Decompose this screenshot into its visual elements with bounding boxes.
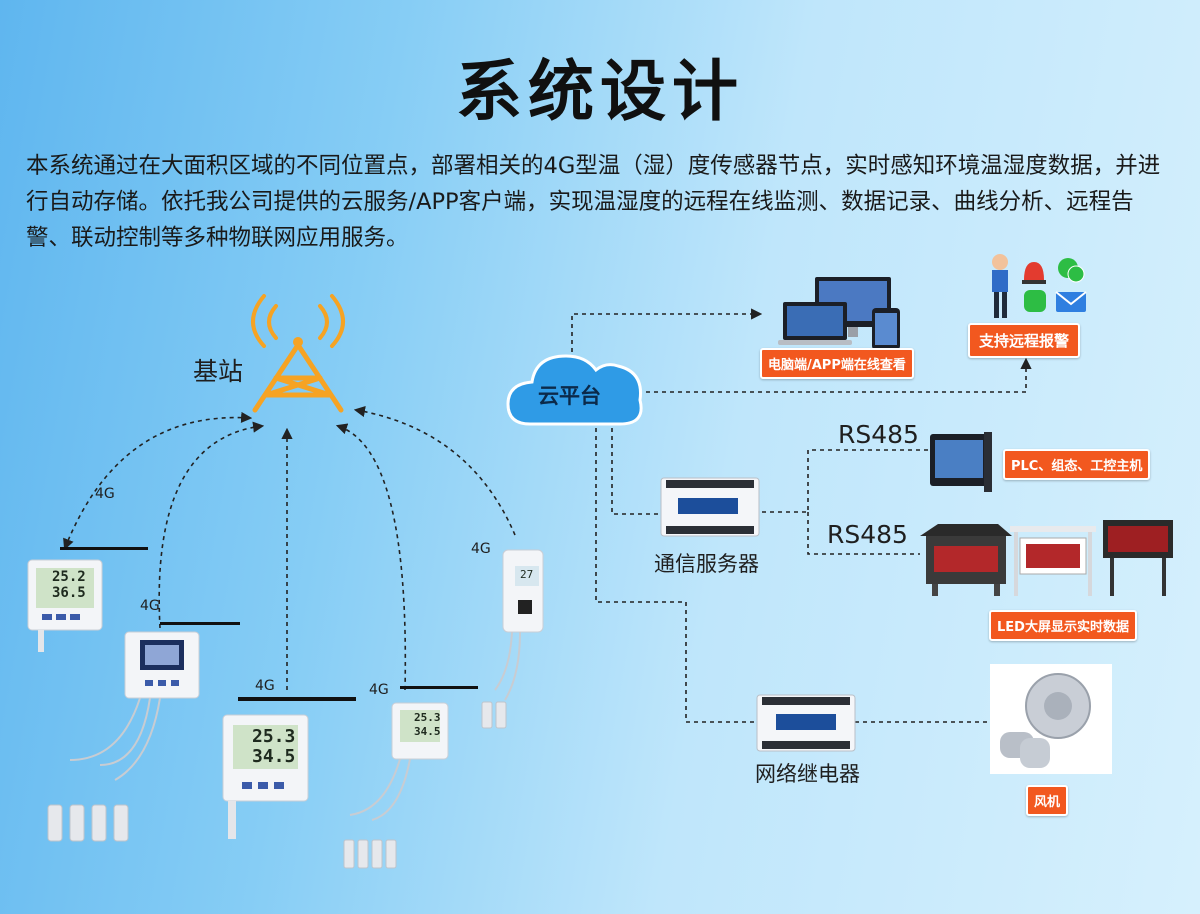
comm-server-label: 通信服务器	[654, 552, 759, 576]
link-device-4	[335, 423, 407, 691]
device-1-reading-bottom: 36.5	[52, 585, 86, 601]
sensor-device-3	[222, 697, 356, 839]
link-cloud-comm	[611, 428, 660, 515]
link-label-4g-5: 4G	[471, 541, 491, 557]
comm-server-icon	[660, 477, 760, 537]
link-comm-plc	[762, 449, 932, 513]
plc-panel-icon	[930, 432, 992, 492]
relay-label: 网络继电器	[755, 762, 860, 786]
tag-pc-app: 电脑端/APP端在线查看	[760, 348, 914, 379]
device-5-reading: 27	[520, 568, 534, 581]
alarm-icons	[992, 254, 1087, 318]
link-device-2	[158, 421, 265, 629]
link-cloud-pc	[571, 308, 763, 360]
pc-app-icon	[778, 277, 900, 350]
link-label-4g-2: 4G	[140, 598, 160, 614]
link-device-1	[63, 411, 253, 551]
device-3-reading-top: 25.3	[252, 726, 296, 747]
rs485-label-top: RS485	[838, 420, 919, 449]
tag-alarm: 支持远程报警	[968, 323, 1081, 358]
tag-led: LED大屏显示实时数据	[989, 610, 1137, 641]
link-label-4g-3: 4G	[255, 678, 275, 694]
rs485-label-bottom: RS485	[827, 520, 908, 549]
relay-icon	[756, 694, 856, 752]
sensor-device-5	[481, 549, 544, 729]
cloud-platform-label: 云平台	[538, 384, 601, 408]
device-3-reading-bottom: 34.5	[252, 746, 296, 767]
link-comm-led	[807, 512, 920, 555]
link-label-4g-4: 4G	[369, 682, 389, 698]
led-display-icon	[920, 520, 1173, 596]
sensor-device-2	[47, 622, 240, 842]
tower-icon	[251, 294, 345, 413]
sensor-device-4	[343, 686, 478, 869]
base-station-label: 基站	[193, 357, 244, 386]
link-cloud-relay	[595, 428, 756, 723]
page-title: 系统设计	[456, 53, 744, 130]
link-label-4g-1: 4G	[95, 486, 115, 502]
fan-icon	[990, 664, 1112, 774]
link-cloud-alarm	[630, 357, 1032, 393]
device-1-reading-top: 25.2	[52, 569, 86, 585]
device-4-reading-bottom: 34.5	[414, 725, 441, 738]
cloud-icon	[506, 354, 643, 426]
link-device-5	[353, 406, 516, 536]
tag-fan: 风机	[1026, 785, 1069, 816]
sensor-device-1	[27, 547, 148, 652]
system-description: 本系统通过在大面积区域的不同位置点，部署相关的4G型温（湿）度传感器节点，实时感…	[26, 153, 1161, 251]
tag-plc: PLC、组态、工控主机	[1003, 449, 1151, 480]
device-4-reading-top: 25.3	[414, 711, 441, 724]
